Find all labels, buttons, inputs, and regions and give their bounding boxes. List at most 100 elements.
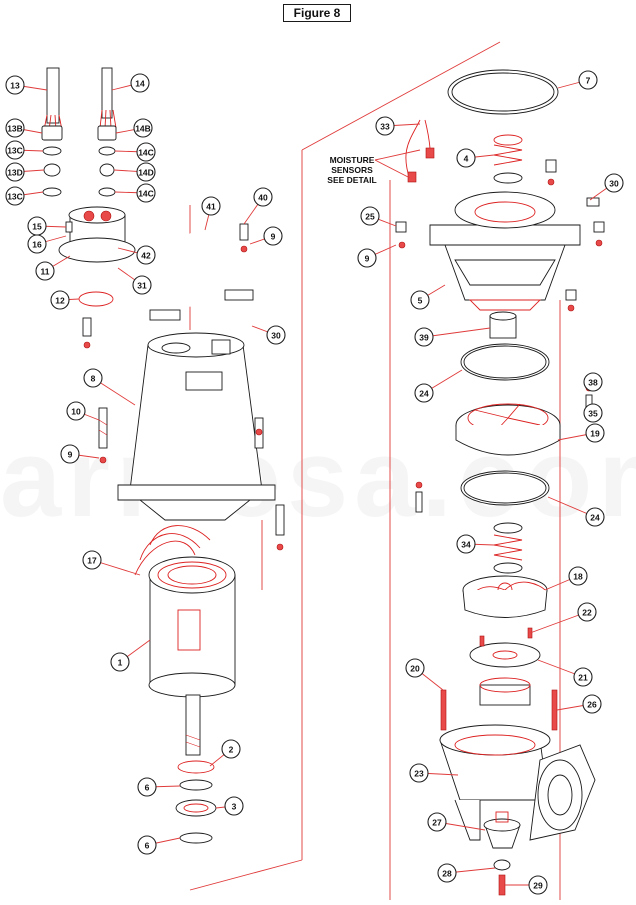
callout-41: 41 (201, 196, 221, 231)
callout-9: 9 (60, 444, 100, 464)
callout-bubble (66, 401, 86, 421)
callout-bubble (27, 234, 47, 254)
callout-11: 11 (35, 255, 71, 281)
callout-8: 8 (83, 368, 136, 406)
callout-bubble (568, 566, 588, 586)
callout-label: 5 (418, 296, 423, 306)
callout-12: 12 (50, 290, 80, 310)
callout-label: 40 (258, 193, 268, 203)
callout-13b: 13B (5, 118, 43, 138)
callout-24: 24 (547, 496, 605, 527)
callout-bubble (585, 423, 605, 443)
callout-bubble (130, 73, 150, 93)
callout-42: 42 (117, 245, 156, 265)
callout-label: 30 (271, 331, 281, 341)
note-line-3: SEE DETAIL (327, 175, 376, 185)
callout-label: 4 (464, 154, 469, 164)
callout-label: 6 (145, 841, 150, 851)
callout-label: 22 (582, 608, 592, 618)
callout-label: 24 (590, 513, 600, 523)
callout-label: 28 (442, 869, 452, 879)
callout-bubble (136, 183, 156, 203)
callout-13: 13 (5, 75, 48, 95)
callout-bubble (5, 75, 25, 95)
callout-bubble (437, 863, 457, 883)
callout-label: 13C (7, 146, 23, 156)
callout-label: 13C (7, 192, 23, 202)
callout-29: 29 (505, 875, 548, 895)
callout-label: 7 (586, 76, 591, 86)
callout-bubble (360, 206, 380, 226)
callout-bubble (137, 777, 157, 797)
callout-28: 28 (437, 863, 496, 883)
callout-33: 33 (375, 116, 421, 136)
volute-insert-20 (479, 677, 531, 706)
callout-bubble (82, 550, 102, 570)
callout-bubble (136, 142, 156, 162)
callout-bubble (5, 186, 25, 206)
callout-38: 38 (583, 372, 603, 392)
callout-16: 16 (27, 234, 67, 254)
callout-label: 25 (365, 212, 375, 222)
callout-label: 8 (91, 374, 96, 384)
callout-label: 14B (135, 124, 151, 134)
callout-label: 38 (588, 378, 598, 388)
callout-bubble (224, 796, 244, 816)
callout-bubble (414, 383, 434, 403)
callout-label: 34 (461, 540, 471, 550)
callout-bubble (137, 835, 157, 855)
callout-leader (529, 611, 588, 634)
callout-label: 20 (410, 664, 420, 674)
callout-14c: 14C (114, 142, 156, 162)
seal-4 (493, 134, 523, 184)
sensors-33 (405, 119, 435, 183)
callout-bubble (427, 812, 447, 832)
callout-label: 1 (118, 658, 123, 668)
seal-34 (493, 522, 523, 574)
callout-3: 3 (215, 796, 244, 816)
cable-cap-11 (58, 206, 136, 263)
callout-label: 6 (145, 783, 150, 793)
callout-bubble (456, 534, 476, 554)
callout-label: 18 (573, 572, 583, 582)
callout-bubble (263, 226, 283, 246)
handle-41 (149, 228, 254, 321)
callout-label: 15 (32, 222, 42, 232)
callout-13c: 13C (5, 186, 44, 206)
callout-bubble (50, 290, 70, 310)
callout-bubble (201, 196, 221, 216)
shaft (185, 694, 201, 756)
callout-bubble (60, 444, 80, 464)
callout-label: 14D (138, 168, 154, 178)
callout-21: 21 (537, 659, 593, 687)
bushing-39 (489, 311, 517, 339)
callout-label: 23 (414, 769, 424, 779)
grommet-parts (41, 125, 117, 197)
callout-9: 9 (249, 226, 283, 246)
callout-label: 11 (41, 267, 50, 277)
callout-4: 4 (456, 148, 495, 168)
callout-label: 29 (533, 881, 543, 891)
callout-7: 7 (557, 70, 598, 90)
oring-24 (460, 343, 550, 506)
callout-label: 41 (206, 202, 216, 212)
callout-10: 10 (66, 401, 100, 421)
callout-27: 27 (427, 812, 486, 832)
callout-bubble (133, 118, 153, 138)
wear-ring-21 (469, 642, 541, 668)
callout-30: 30 (251, 325, 286, 345)
callout-bubble (132, 275, 152, 295)
bearing-housing-5 (429, 191, 581, 311)
callout-24: 24 (414, 369, 463, 403)
callout-34: 34 (456, 534, 495, 554)
callout-bubble (582, 694, 602, 714)
callout-label: 14C (138, 148, 154, 158)
callout-bubble (136, 162, 156, 182)
callout-bubble (357, 248, 377, 268)
callout-label: 13 (10, 81, 20, 91)
oring-12 (78, 291, 114, 307)
callout-bubble (604, 173, 624, 193)
callout-bubble (83, 368, 103, 388)
callout-19: 19 (557, 423, 605, 443)
